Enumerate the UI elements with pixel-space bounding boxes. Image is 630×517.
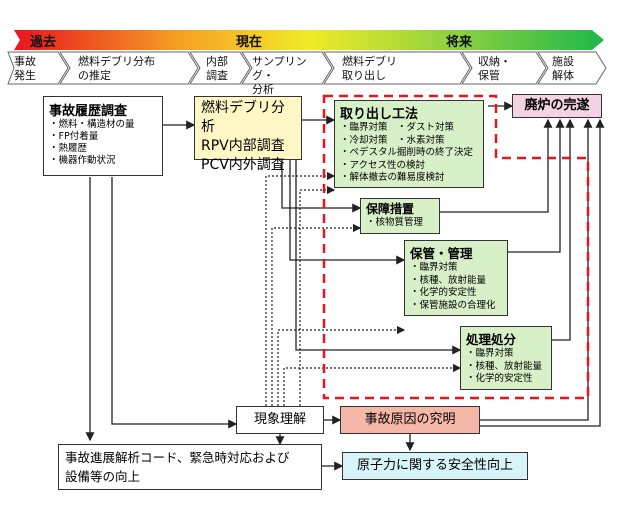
accident-cause-box: 事故原因の究明 xyxy=(340,406,480,434)
accident-history-list: 燃料・構造材の量 FP付着量 熱履歴 機器作動状況 xyxy=(49,119,157,167)
stage-dismantling: 施設 解体 xyxy=(552,55,592,83)
storage-management-list: 臨界対策 核種、放射能量 化学的安定性 保管施設の合理化 xyxy=(410,262,502,312)
stage-line: 収納・ xyxy=(478,55,511,68)
accident-history-title: 事故履歴調査 xyxy=(49,104,128,119)
stage-debris-estimate: 燃料デブリ分布 の推定 xyxy=(78,55,188,83)
phenomena-understanding-title: 現象理解 xyxy=(253,412,306,427)
list-item: 熱履歴 xyxy=(49,143,157,155)
stage-line: 施設 xyxy=(552,55,574,68)
stage-storage: 収納・ 保管 xyxy=(478,55,538,83)
stage-line: サンプリング・ xyxy=(252,55,307,82)
stage-line: 内部 xyxy=(206,55,228,68)
extraction-method-title: 取り出し工法 xyxy=(340,107,419,122)
list-item: 核種、放射能量 xyxy=(466,361,546,374)
disposal-list: 臨界対策 核種、放射能量 化学的安定性 xyxy=(466,348,546,386)
phenomena-understanding-box: 現象理解 xyxy=(236,406,324,434)
storage-management-box: 保管・管理 臨界対策 核種、放射能量 化学的安定性 保管施設の合理化 xyxy=(404,240,508,316)
stage-line: 発生 xyxy=(14,69,36,82)
analysis-codes-box: 事故進展解析コード、緊急時対応および 設備等の向上 xyxy=(58,444,322,490)
stage-line: 解体 xyxy=(552,69,574,82)
stage-line: 燃料デブリ分布 xyxy=(78,55,155,68)
list-item: FP付着量 xyxy=(49,131,157,143)
timeline-present-label: 現在 xyxy=(236,35,263,50)
stage-internal-survey: 内部 調査 xyxy=(206,55,240,83)
list-item: 冷却対策 ・水素対策 xyxy=(340,135,478,148)
storage-management-title: 保管・管理 xyxy=(410,246,473,261)
nuclear-safety-title: 原子力に関する安全性向上 xyxy=(356,458,513,473)
stage-line: 分析 xyxy=(252,83,274,96)
stage-line: 燃料デブリ xyxy=(342,55,397,68)
list-item: 解体撤去の難易度検討 xyxy=(340,172,478,185)
extraction-method-list: 臨界対策 ・ダスト対策 冷却対策 ・水素対策 ペデスタル掘削時の終了決定 アクセ… xyxy=(340,122,478,185)
analysis-line: 燃料デブリ分析 xyxy=(201,100,285,135)
list-item: 核物質管理 xyxy=(366,217,434,229)
list-item: 核種、放射能量 xyxy=(410,275,502,288)
list-item: ペデスタル掘削時の終了決定 xyxy=(340,147,478,160)
stage-debris-retrieval: 燃料デブリ 取り出し xyxy=(342,55,452,83)
list-item: 臨界対策 ・ダスト対策 xyxy=(340,122,478,135)
analysis-line: RPV内部調査 xyxy=(201,138,285,154)
list-item: 化学的安定性 xyxy=(466,373,546,386)
list-item: 保管施設の合理化 xyxy=(410,300,502,313)
accident-cause-title: 事故原因の究明 xyxy=(364,412,456,427)
stage-accident: 事故 発生 xyxy=(14,55,60,83)
decommission-complete-box: 廃炉の完遂 xyxy=(512,94,602,118)
timeline-past-label: 過去 xyxy=(30,35,57,50)
extraction-method-box: 取り出し工法 臨界対策 ・ダスト対策 冷却対策 ・水素対策 ペデスタル掘削時の終… xyxy=(334,100,484,188)
codes-line: 事故進展解析コード、緊急時対応および xyxy=(65,450,290,465)
disposal-title: 処理処分 xyxy=(466,332,517,347)
disposal-box: 処理処分 臨界対策 核種、放射能量 化学的安定性 xyxy=(460,326,552,390)
list-item: 燃料・構造材の量 xyxy=(49,119,157,131)
stage-line: の推定 xyxy=(78,69,111,82)
accident-history-box: 事故履歴調査 燃料・構造材の量 FP付着量 熱履歴 機器作動状況 xyxy=(43,96,163,176)
stage-sampling: サンプリング・ 分析 xyxy=(252,55,328,97)
safeguards-list: 核物質管理 xyxy=(366,217,434,229)
timeline-arrow xyxy=(7,30,607,85)
stage-line: 事故 xyxy=(14,55,36,68)
safeguards-title: 保障措置 xyxy=(366,202,415,216)
nuclear-safety-box: 原子力に関する安全性向上 xyxy=(342,452,528,480)
debris-analysis-box: 燃料デブリ分析 RPV内部調査 PCV内外調査 xyxy=(194,96,302,173)
list-item: 化学的安定性 xyxy=(410,287,502,300)
stage-line: 調査 xyxy=(206,69,228,82)
timeline-future-label: 将来 xyxy=(446,35,473,50)
safeguards-box: 保障措置 核物質管理 xyxy=(360,198,440,234)
stage-line: 保管 xyxy=(478,69,500,82)
list-item: アクセス性の検討 xyxy=(340,160,478,173)
list-item: 機器作動状況 xyxy=(49,155,157,167)
codes-line: 設備等の向上 xyxy=(65,469,141,484)
analysis-line: PCV内外調査 xyxy=(201,157,285,173)
stage-line: 取り出し xyxy=(342,69,386,82)
list-item: 臨界対策 xyxy=(466,348,546,361)
list-item: 臨界対策 xyxy=(410,262,502,275)
decommission-complete-title: 廃炉の完遂 xyxy=(524,98,590,113)
